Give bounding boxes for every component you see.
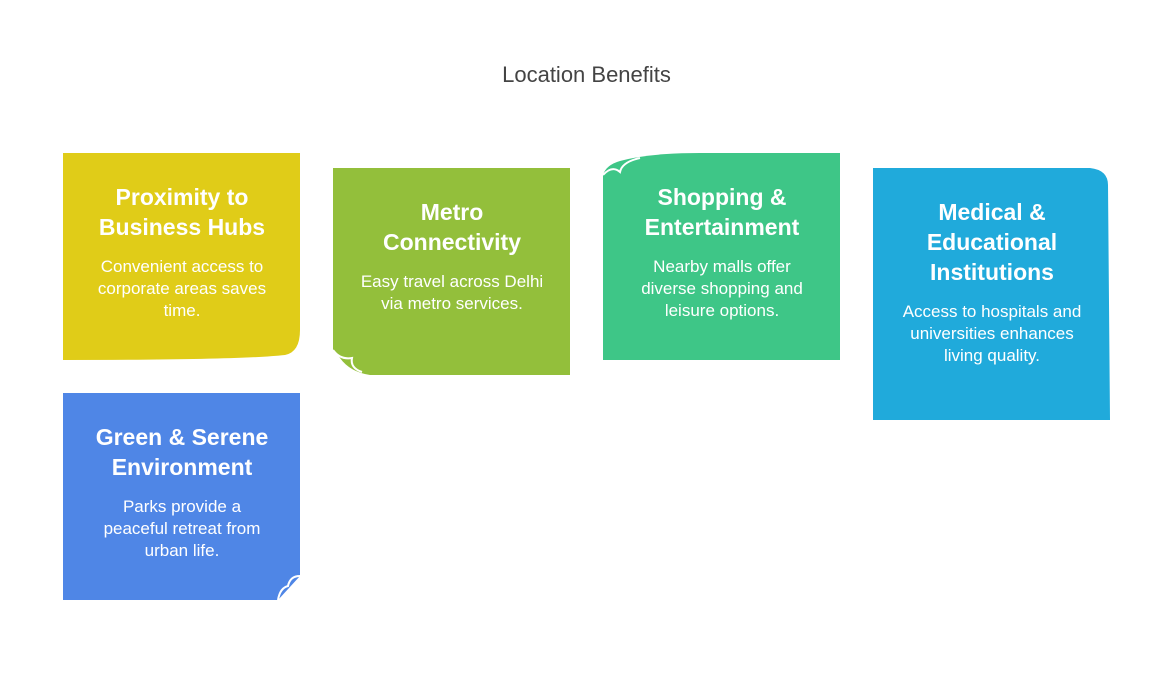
card-shopping-curl — [602, 157, 641, 176]
card-heading: Green & Serene Environment — [95, 424, 269, 480]
card-medical-background — [873, 168, 1110, 420]
card-medical: Medical & Educational Institutions Acces… — [873, 197, 1111, 367]
card-heading: Medical & Educational Institutions — [926, 199, 1058, 285]
card-green-curl — [277, 575, 301, 601]
diagram-title: Location Benefits — [502, 62, 671, 87]
card-metro: Metro Connectivity Easy travel across De… — [333, 197, 571, 315]
card-shopping-background — [603, 153, 840, 360]
card-proximity: Proximity to Business Hubs Convenient ac… — [63, 182, 301, 322]
card-description: Convenient access to corporate areas sav… — [97, 257, 267, 320]
card-metro-background — [333, 168, 570, 375]
card-heading: Shopping & Entertainment — [644, 184, 800, 240]
card-heading: Proximity to Business Hubs — [98, 184, 266, 240]
card-green: Green & Serene Environment Parks provide… — [63, 422, 301, 562]
card-green-background — [63, 393, 300, 600]
card-metro-curl — [332, 349, 363, 373]
card-description: Easy travel across Delhi via metro servi… — [360, 272, 544, 313]
card-proximity-background — [63, 153, 300, 360]
card-description: Parks provide a peaceful retreat from ur… — [103, 497, 261, 560]
card-description: Nearby malls offer diverse shopping and … — [641, 257, 803, 320]
card-description: Access to hospitals and universities enh… — [902, 302, 1082, 365]
card-heading: Metro Connectivity — [382, 199, 522, 255]
card-shopping: Shopping & Entertainment Nearby malls of… — [603, 182, 841, 322]
